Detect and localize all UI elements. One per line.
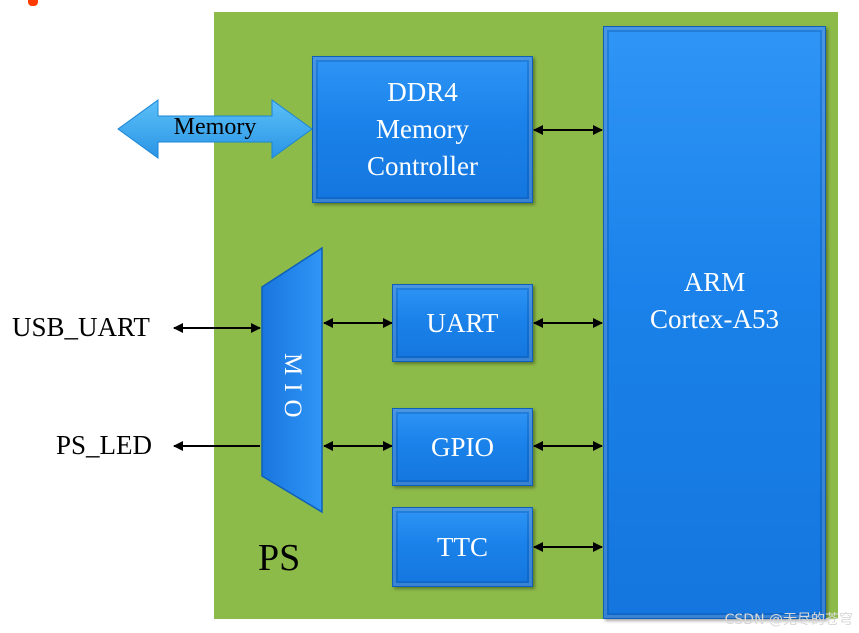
ttc-label: TTC [437,531,488,562]
arm-line-2: Cortex-A53 [650,303,779,334]
ddr4-controller-block: DDR4 Memory Controller [312,56,533,203]
ddr-line-2: Memory [376,114,469,144]
arm-line-1: ARM [683,266,746,297]
ddr-line-1: DDR4 [387,77,458,107]
uart-block: UART [392,284,533,362]
top-accent-mark [28,0,38,6]
arm-cortex-block: ARM Cortex-A53 [603,26,826,619]
usb-uart-label: USB_UART [12,312,150,342]
gpio-label: GPIO [430,431,494,462]
ddr-line-3: Controller [367,151,478,181]
watermark: CSDN @无尽的苍穹 [724,612,853,628]
ttc-block: TTC [392,507,533,587]
ps-region-label: PS [258,537,301,579]
memory-arrow-label: Memory [173,114,257,140]
mio-label: MIO [279,353,306,426]
uart-label: UART [426,307,499,338]
ps-led-label: PS_LED [56,430,153,460]
gpio-block: GPIO [392,408,533,486]
